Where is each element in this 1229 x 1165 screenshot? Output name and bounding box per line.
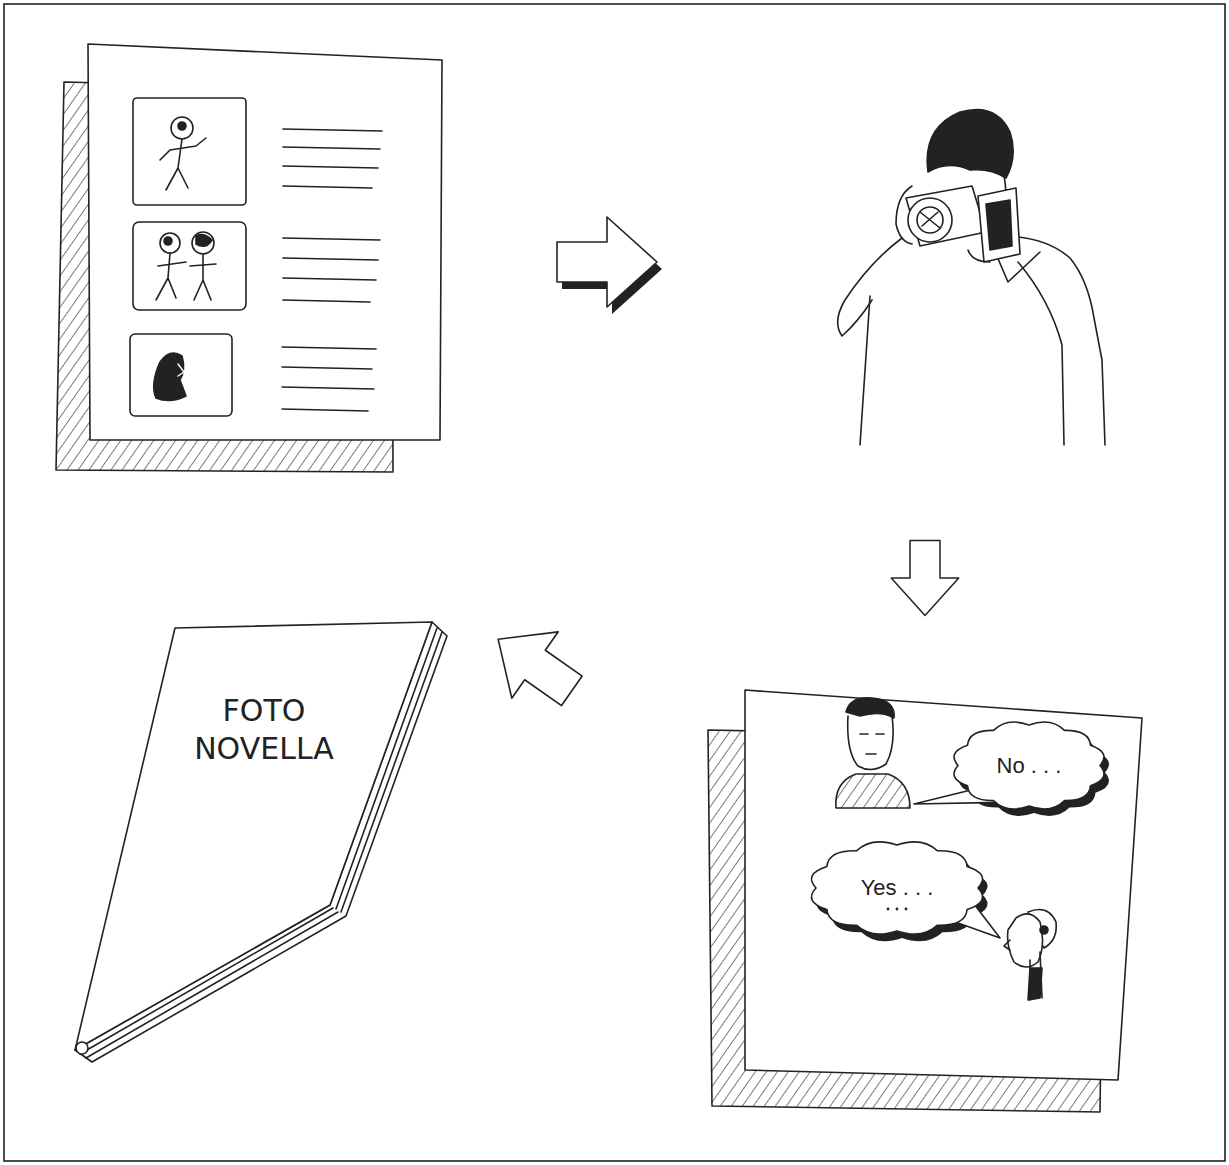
cover-title-box: FOTO NOVELLA	[178, 692, 350, 767]
book-title: FOTO NOVELLA	[178, 692, 350, 767]
flow-arrow	[557, 217, 662, 314]
outer-frame	[4, 4, 1225, 1161]
speech-bubble: No . . .	[950, 718, 1108, 813]
photo-page	[708, 690, 1142, 1112]
book-cover: FOTO NOVELLA	[70, 612, 455, 1064]
bubble-cloud	[811, 842, 982, 934]
book-spine-curl	[76, 1042, 88, 1054]
speech-text: No . . .	[997, 753, 1062, 779]
book-pages	[75, 622, 447, 1062]
speech-bubble: Yes . . .	[808, 838, 986, 938]
ellipsis-dot	[896, 908, 899, 911]
book-front	[75, 622, 432, 1050]
photographer-figure	[838, 110, 1105, 446]
book-drawing	[75, 622, 447, 1062]
ellipsis-dot	[905, 908, 908, 911]
flow-arrow	[891, 541, 959, 616]
book-outline	[70, 612, 455, 1064]
speech-text: Yes . . .	[861, 875, 934, 901]
storyboard-page	[56, 44, 442, 472]
ellipsis-dot	[887, 908, 890, 911]
flow-arrow	[475, 606, 595, 724]
bubble-cloud	[954, 722, 1104, 809]
